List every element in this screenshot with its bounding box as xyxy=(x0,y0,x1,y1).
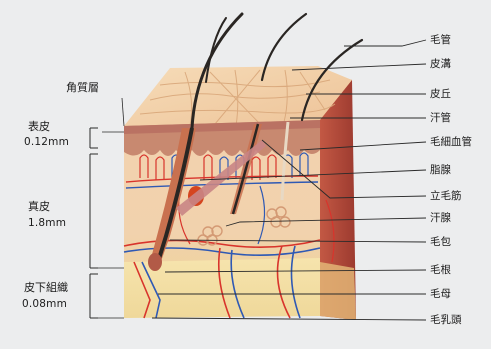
subcutis-thickness: 0.08mm xyxy=(22,297,67,311)
callout-hair-follicle: 毛包 xyxy=(430,235,451,249)
stratum-corneum-label: 角質層 xyxy=(66,81,99,95)
callout-sweat-duct: 汗管 xyxy=(430,111,451,125)
callout-sweat-gland: 汗腺 xyxy=(430,211,451,225)
dermis-thickness: 1.8mm xyxy=(28,216,66,230)
dermis-name: 真皮 xyxy=(28,200,50,214)
callout-skin-ridge: 皮丘 xyxy=(430,87,451,101)
callout-skin-furrow: 皮溝 xyxy=(430,57,451,71)
subcutis-name: 皮下組織 xyxy=(24,281,68,295)
callout-hair-root: 毛根 xyxy=(430,263,451,277)
epidermis-name: 表皮 xyxy=(28,120,50,134)
callout-capillary: 毛細血管 xyxy=(430,135,472,149)
callout-arrector-pili: 立毛筋 xyxy=(430,189,462,203)
callout-hair-matrix: 毛母 xyxy=(430,287,451,301)
callout-dermal-papilla: 毛乳頭 xyxy=(430,313,462,327)
callout-sebaceous-gland: 脂腺 xyxy=(430,163,451,177)
epidermis-thickness: 0.12mm xyxy=(24,135,69,149)
callout-hair-duct: 毛管 xyxy=(430,33,451,47)
layer-brackets xyxy=(90,98,124,318)
